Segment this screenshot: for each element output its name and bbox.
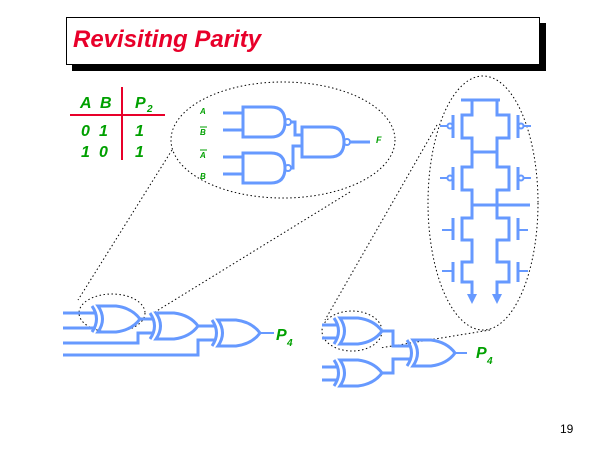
xor-gate — [148, 311, 200, 341]
svg-text:B: B — [200, 128, 206, 137]
nand-implementation: A B A B F — [199, 105, 382, 185]
title-box: Revisiting Parity — [66, 17, 540, 65]
xor-gate — [332, 316, 384, 346]
xor-gate — [332, 358, 384, 388]
zoom-ellipse-transistor — [427, 75, 539, 331]
svg-text:F: F — [376, 135, 382, 145]
truth-table: A B P 2 0 1 1 1 0 1 — [70, 87, 165, 161]
nand-gate-top — [241, 105, 293, 139]
svg-text:4: 4 — [486, 356, 493, 367]
cell: 1 — [135, 144, 144, 161]
header-p-sub: 2 — [146, 104, 153, 115]
nand-gate-bottom — [241, 151, 293, 185]
page-number: 19 — [560, 422, 574, 436]
svg-text:A: A — [199, 107, 206, 116]
svg-text:A: A — [199, 151, 206, 160]
cell: 1 — [135, 123, 144, 140]
cell: 0 — [99, 144, 108, 161]
xor-gate — [405, 338, 457, 368]
xor-chain-left: P 4 — [63, 304, 293, 357]
cell: 1 — [81, 144, 90, 161]
header-b: B — [100, 95, 112, 112]
xor-tree-right: P 4 — [322, 316, 493, 388]
output-p4-left: P — [276, 327, 287, 344]
output-p4-right: P — [476, 345, 487, 362]
cell: 0 — [81, 123, 90, 140]
zoom-ellipse-nand — [170, 81, 396, 199]
svg-text:B: B — [200, 172, 206, 181]
transistor-implementation — [440, 98, 531, 304]
nand-gate-output — [300, 125, 352, 159]
header-p: P — [135, 95, 146, 112]
cell: 1 — [99, 123, 108, 140]
xor-gate — [210, 318, 262, 348]
svg-text:4: 4 — [286, 338, 293, 349]
slide-title: Revisiting Parity — [73, 26, 262, 53]
header-a: A — [79, 95, 92, 112]
